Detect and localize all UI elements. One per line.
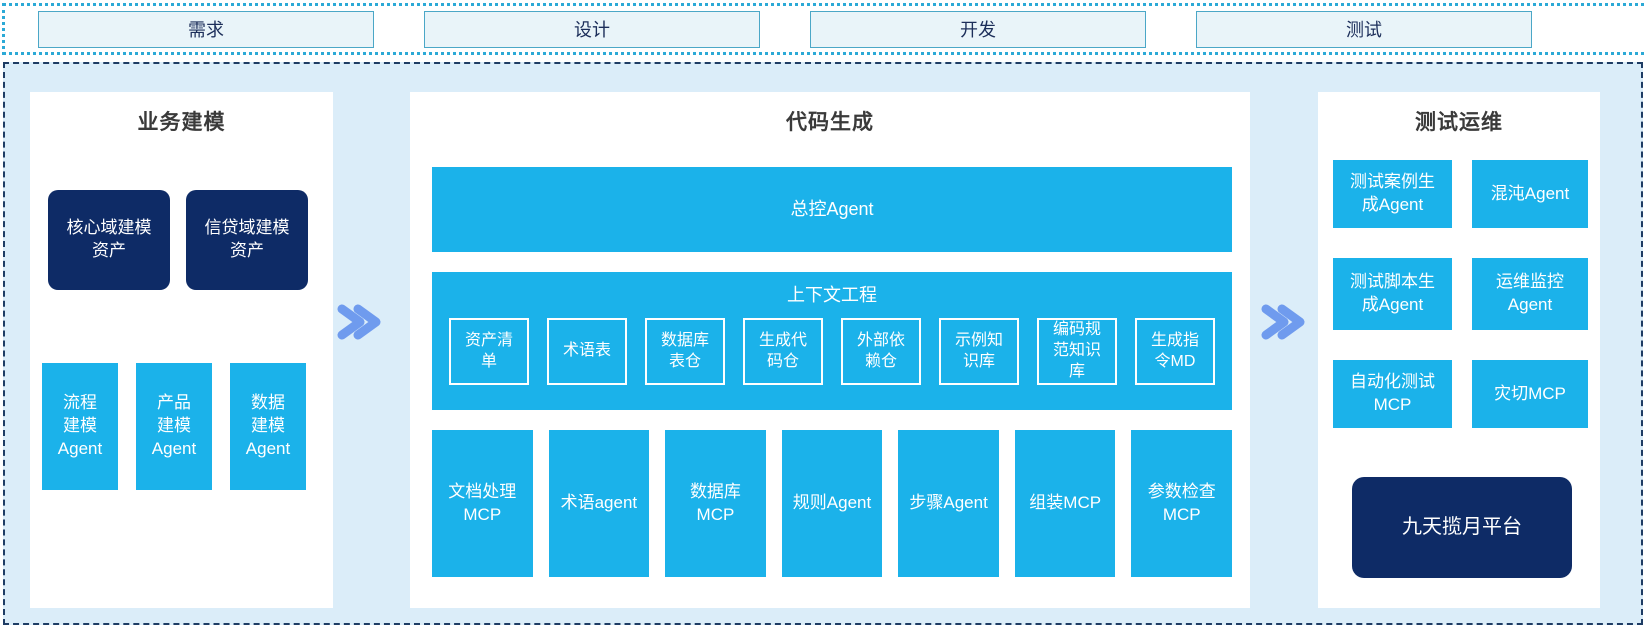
phase-strip: 需求 设计 开发 测试 <box>2 3 1647 55</box>
node-terminology-agent: 术语agent <box>548 430 650 577</box>
context-engineering-title: 上下文工程 <box>787 285 877 305</box>
node-asset-list: 资产清单 <box>449 318 529 385</box>
chevron-right-icon <box>1261 300 1305 344</box>
context-engineering-panel: 上下文工程 资产清单 术语表 数据库表仓 生成代码仓 外部依赖仓 示例知识库 编… <box>432 272 1232 410</box>
node-test-script-gen-agent: 测试脚本生成Agent <box>1333 258 1452 330</box>
node-credit-domain-assets: 信贷域建模资产 <box>186 190 308 290</box>
node-jiutian-lanyue-platform: 九天揽月平台 <box>1352 477 1572 578</box>
section-title-business-modeling: 业务建模 <box>137 111 226 134</box>
phase-testing: 测试 <box>1196 10 1532 48</box>
node-automated-test-mcp: 自动化测试MCP <box>1333 360 1452 428</box>
phase-development: 开发 <box>810 10 1146 48</box>
node-core-domain-assets: 核心域建模资产 <box>48 190 170 290</box>
node-external-dependency-repo: 外部依赖仓 <box>841 318 921 385</box>
node-product-modeling-agent: 产品建模Agent <box>136 363 212 490</box>
node-db-table-repo: 数据库表仓 <box>645 318 725 385</box>
section-test-ops: 测试运维 测试案例生成Agent 混沌Agent 测试脚本生成Agent 运维监… <box>1318 92 1600 608</box>
node-rule-agent: 规则Agent <box>781 430 883 577</box>
node-disaster-switch-mcp: 灾切MCP <box>1472 360 1588 428</box>
node-assembly-mcp: 组装MCP <box>1014 430 1116 577</box>
node-test-case-gen-agent: 测试案例生成Agent <box>1333 160 1452 228</box>
section-title-test-ops: 测试运维 <box>1415 111 1503 134</box>
node-process-modeling-agent: 流程建模Agent <box>42 363 118 490</box>
node-glossary: 术语表 <box>547 318 627 385</box>
node-chaos-agent: 混沌Agent <box>1472 160 1588 228</box>
phase-design: 设计 <box>424 10 760 48</box>
node-ops-monitoring-agent: 运维监控Agent <box>1472 258 1588 330</box>
node-example-knowledge-base: 示例知识库 <box>939 318 1019 385</box>
node-generated-code-repo: 生成代码仓 <box>743 318 823 385</box>
section-business-modeling: 业务建模 核心域建模资产 信贷域建模资产 流程建模Agent 产品建模Agent… <box>30 92 333 608</box>
section-code-generation: 代码生成 总控Agent 上下文工程 资产清单 术语表 数据库表仓 生成代码仓 … <box>410 92 1250 608</box>
phase-requirements: 需求 <box>38 10 374 48</box>
chevron-right-icon <box>337 300 381 344</box>
node-param-check-mcp: 参数检查MCP <box>1131 430 1233 577</box>
context-engineering-row: 资产清单 术语表 数据库表仓 生成代码仓 外部依赖仓 示例知识库 编码规范知识库… <box>432 307 1232 385</box>
node-step-agent: 步骤Agent <box>898 430 999 577</box>
node-database-mcp: 数据库MCP <box>665 430 766 577</box>
node-coding-standard-knowledge-base: 编码规范知识库 <box>1037 318 1117 385</box>
node-doc-processing-mcp: 文档处理MCP <box>432 430 533 577</box>
node-master-agent: 总控Agent <box>432 167 1232 252</box>
node-generation-instruction-md: 生成指令MD <box>1135 318 1215 385</box>
node-data-modeling-agent: 数据建模Agent <box>230 363 306 490</box>
tool-row: 文档处理MCP 术语agent 数据库MCP 规则Agent 步骤Agent 组… <box>432 430 1233 577</box>
section-title-code-generation: 代码生成 <box>786 111 874 134</box>
